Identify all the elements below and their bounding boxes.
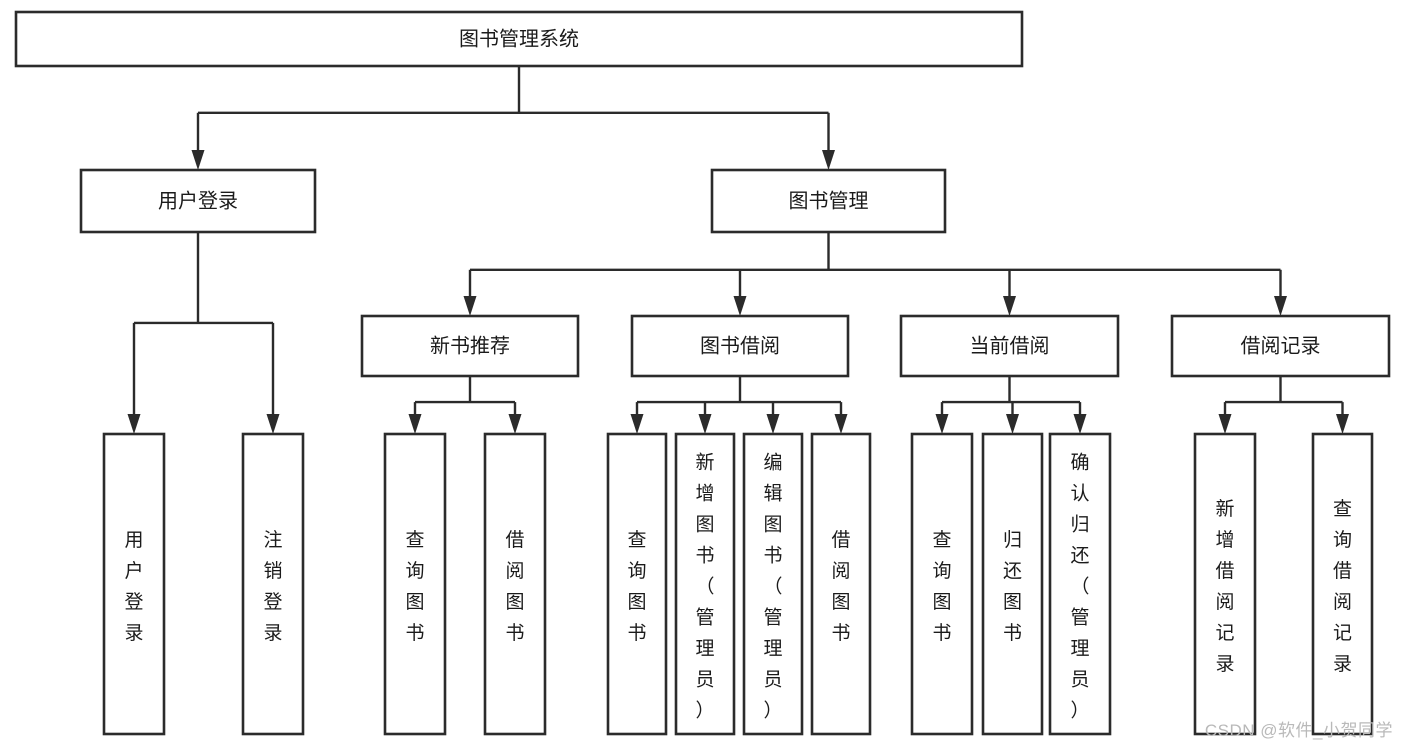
node-label: 用户登录 (124, 530, 143, 644)
node-box[interactable] (14, 10, 1024, 68)
node-box[interactable] (1193, 432, 1257, 736)
arrow-head-icon (1006, 414, 1019, 434)
node-label: 图书管理系统 (459, 27, 579, 50)
edge-group (127, 232, 280, 434)
node-box[interactable] (1311, 432, 1374, 736)
arrow-head-icon (630, 414, 644, 434)
arrow-head-icon (935, 414, 949, 434)
node-box[interactable] (1170, 314, 1391, 378)
node-leaf-newbook-borrow[interactable]: 借阅图书 (483, 432, 547, 736)
node-label: 新增图书（管理员） (695, 452, 714, 722)
node-borrow[interactable]: 图书借阅 (630, 314, 850, 378)
node-box[interactable] (606, 432, 668, 736)
node-newbook[interactable]: 新书推荐 (360, 314, 580, 378)
node-leaf-newbook-query[interactable]: 查询图书 (383, 432, 447, 736)
edge-group (408, 376, 522, 434)
node-leaf-borrow-edit[interactable]: 编辑图书（管理员） (742, 432, 804, 736)
node-leaf-records-query[interactable]: 查询借阅记录 (1311, 432, 1374, 736)
edges-layer (127, 66, 1349, 434)
node-label: 新书推荐 (430, 334, 510, 357)
node-label: 图书借阅 (700, 334, 780, 357)
node-leaf-borrow-add[interactable]: 新增图书（管理员） (674, 432, 736, 736)
edge-group (630, 376, 848, 434)
edge-group (935, 376, 1087, 434)
node-label: 当前借阅 (970, 334, 1050, 357)
arrow-head-icon (1073, 414, 1087, 434)
node-box[interactable] (674, 432, 736, 736)
arrow-head-icon (1003, 296, 1016, 316)
node-leaf-borrow-lend[interactable]: 借阅图书 (810, 432, 872, 736)
node-label: 借阅图书 (831, 529, 850, 644)
node-label: 借阅图书 (505, 529, 524, 644)
arrow-head-icon (266, 414, 280, 434)
node-leaf-borrow-query[interactable]: 查询图书 (606, 432, 668, 736)
node-box[interactable] (710, 168, 947, 234)
arrow-head-icon (1218, 414, 1232, 434)
node-box[interactable] (79, 168, 317, 234)
node-label: 查询图书 (932, 529, 951, 644)
node-label: 注销登录 (263, 529, 282, 644)
edge-group (1218, 376, 1349, 434)
node-label: 借阅记录 (1241, 334, 1321, 357)
node-label: 编辑图书（管理员） (763, 452, 782, 722)
node-bookmgmt[interactable]: 图书管理 (710, 168, 947, 234)
arrow-head-icon (698, 414, 712, 434)
arrow-head-icon (766, 414, 780, 434)
arrow-head-icon (408, 414, 422, 434)
node-box[interactable] (383, 432, 447, 736)
node-box[interactable] (102, 432, 166, 736)
node-box[interactable] (630, 314, 850, 378)
node-label: 归还图书 (1003, 529, 1022, 644)
node-label: 查询图书 (405, 529, 424, 644)
node-records[interactable]: 借阅记录 (1170, 314, 1391, 378)
arrow-head-icon (508, 414, 522, 434)
arrow-head-icon (1274, 296, 1287, 316)
arrow-head-icon (191, 150, 205, 170)
node-label: 用户登录 (158, 189, 238, 212)
node-root[interactable]: 图书管理系统 (14, 10, 1024, 68)
node-leaf-user-login[interactable]: 用户登录 (102, 432, 166, 736)
node-box[interactable] (360, 314, 580, 378)
node-box[interactable] (899, 314, 1120, 378)
node-box[interactable] (241, 432, 305, 736)
node-leaf-current-query[interactable]: 查询图书 (910, 432, 974, 736)
node-label: 确认归还（管理员） (1070, 452, 1089, 722)
node-label: 查询借阅记录 (1333, 498, 1352, 675)
node-box[interactable] (483, 432, 547, 736)
node-box[interactable] (742, 432, 804, 736)
node-label: 查询图书 (627, 529, 646, 644)
arrow-head-icon (127, 414, 141, 434)
arrow-head-icon (733, 296, 747, 316)
node-box[interactable] (910, 432, 974, 736)
node-box[interactable] (1048, 432, 1112, 736)
node-leaf-records-add[interactable]: 新增借阅记录 (1193, 432, 1257, 736)
edge-group (463, 232, 1287, 316)
arrow-head-icon (834, 414, 848, 434)
node-leaf-current-confirm[interactable]: 确认归还（管理员） (1048, 432, 1112, 736)
nodes-layer: 图书管理系统用户登录图书管理新书推荐图书借阅当前借阅借阅记录用户登录注销登录查询… (14, 10, 1391, 736)
arrow-head-icon (463, 296, 477, 316)
node-box[interactable] (981, 432, 1044, 736)
arrow-head-icon (1336, 414, 1349, 434)
node-leaf-current-return[interactable]: 归还图书 (981, 432, 1044, 736)
node-label: 新增借阅记录 (1215, 498, 1234, 675)
arrow-head-icon (822, 150, 835, 170)
node-box[interactable] (810, 432, 872, 736)
node-current[interactable]: 当前借阅 (899, 314, 1120, 378)
edge-group (191, 66, 835, 170)
node-label: 图书管理 (789, 189, 869, 212)
node-login[interactable]: 用户登录 (79, 168, 317, 234)
node-leaf-user-logout[interactable]: 注销登录 (241, 432, 305, 736)
